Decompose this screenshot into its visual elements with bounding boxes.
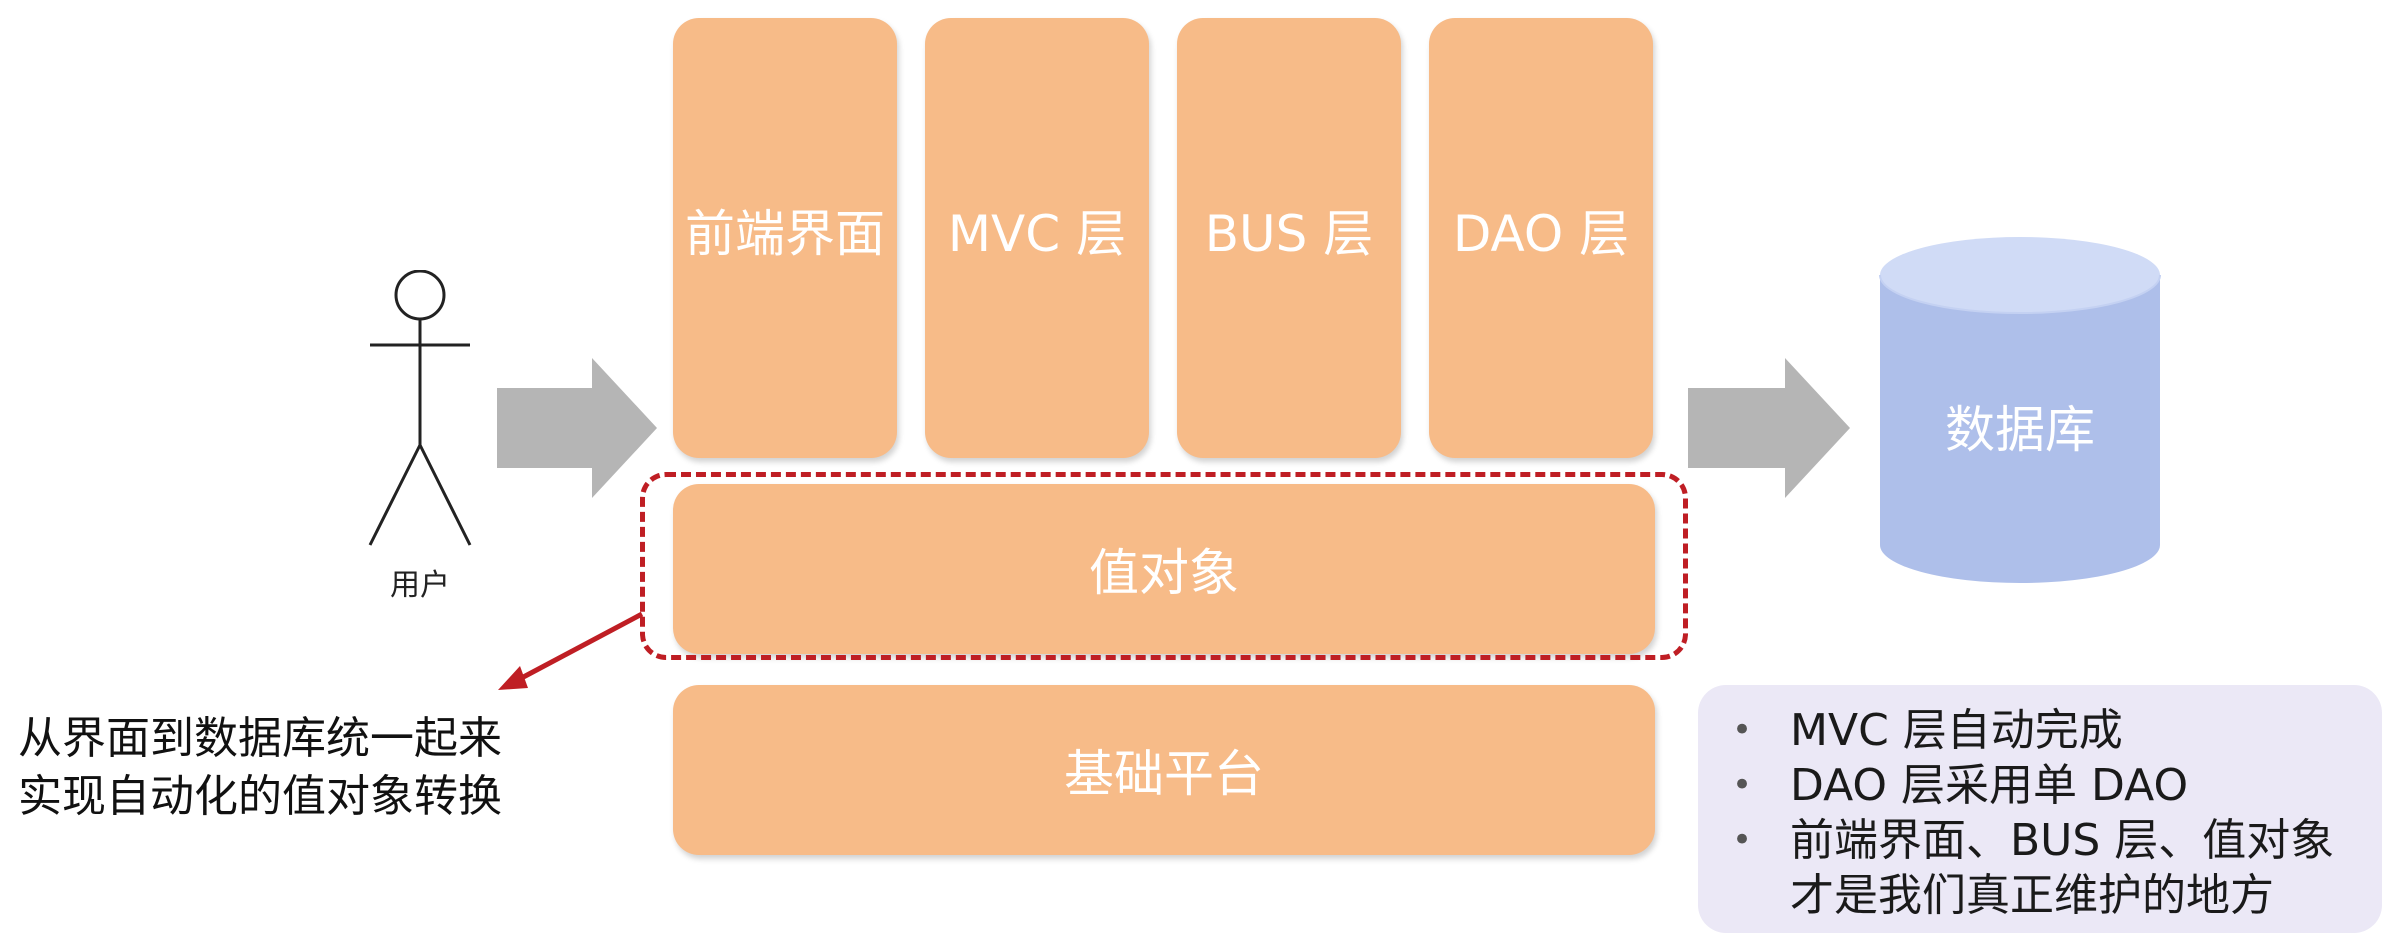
notes-box: MVC 层自动完成 DAO 层采用单 DAO 前端界面、BUS 层、值对象 才是… — [1698, 685, 2382, 933]
layer-mvc-label: MVC 层 — [947, 205, 1127, 263]
notes-list: MVC 层自动完成 DAO 层采用单 DAO 前端界面、BUS 层、值对象 才是… — [1728, 703, 2362, 923]
layer-base-platform: 基础平台 — [673, 685, 1655, 855]
layer-frontend: 前端界面 — [673, 18, 897, 458]
caption-line-2: 实现自动化的值对象转换 — [18, 771, 502, 822]
arrow-right-icon — [497, 358, 657, 498]
user-label: 用户 — [390, 568, 450, 603]
note-item: DAO 层采用单 DAO — [1728, 758, 2362, 813]
layer-mvc: MVC 层 — [925, 18, 1149, 458]
layer-base-platform-label: 基础平台 — [1064, 745, 1264, 803]
database-icon — [1879, 237, 2161, 583]
layer-frontend-label: 前端界面 — [685, 205, 885, 263]
note-item-line-1: 前端界面、BUS 层、值对象 — [1790, 815, 2335, 866]
layer-value-object: 值对象 — [673, 484, 1655, 654]
red-pointer-arrow-icon — [498, 611, 644, 690]
value-object-highlight — [640, 472, 1688, 660]
layer-dao-label: DAO 层 — [1452, 205, 1630, 263]
caption-line-1: 从界面到数据库统一起来 — [18, 713, 502, 764]
layer-value-object-label: 值对象 — [1089, 544, 1239, 602]
database-label: 数据库 — [1945, 401, 2095, 459]
user-figure-icon — [368, 270, 472, 546]
layer-bus-label: BUS 层 — [1204, 205, 1374, 263]
arrow-right-icon — [1688, 358, 1850, 498]
layer-bus: BUS 层 — [1177, 18, 1401, 458]
note-item: MVC 层自动完成 — [1728, 703, 2362, 758]
layer-dao: DAO 层 — [1429, 18, 1653, 458]
note-item: 前端界面、BUS 层、值对象 才是我们真正维护的地方 — [1728, 813, 2362, 923]
note-item-line-2: 才是我们真正维护的地方 — [1790, 870, 2274, 921]
caption: 从界面到数据库统一起来 实现自动化的值对象转换 — [18, 710, 502, 826]
